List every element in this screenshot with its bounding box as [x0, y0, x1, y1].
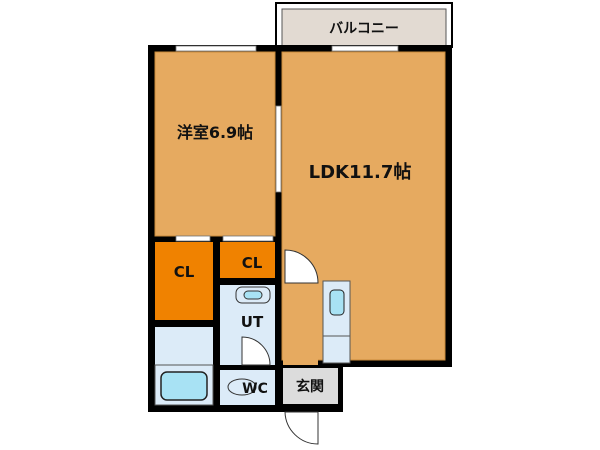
western-room-label: 洋室6.9帖 [177, 123, 253, 142]
entrance-label: 玄関 [296, 378, 324, 395]
closet-2-label: CL [242, 254, 263, 272]
toilet-label: WC [242, 381, 268, 397]
hallway [283, 285, 318, 365]
closet-door [175, 235, 211, 242]
ldk-label: LDK11.7帖 [309, 161, 412, 183]
closet-1-label: CL [174, 263, 195, 281]
kitchen-sink-icon [329, 289, 345, 316]
entrance [283, 368, 338, 404]
bathtub-icon [160, 371, 208, 401]
sliding-door [275, 105, 282, 193]
sink-icon [243, 290, 263, 300]
door-swing [284, 249, 319, 284]
closet-1 [155, 242, 213, 320]
balcony [281, 8, 447, 48]
entrance-door-swing [284, 411, 319, 445]
window [331, 45, 399, 52]
window [175, 45, 257, 52]
door-swing [241, 336, 271, 366]
bath-dressing [155, 327, 213, 365]
balcony-label: バルコニー [329, 21, 399, 37]
closet-2 [220, 242, 275, 278]
toilet-icon [227, 378, 257, 396]
closet-door [222, 235, 274, 242]
utility-label: UT [241, 313, 264, 331]
western-room [154, 51, 276, 237]
kitchen-counter [322, 280, 351, 364]
